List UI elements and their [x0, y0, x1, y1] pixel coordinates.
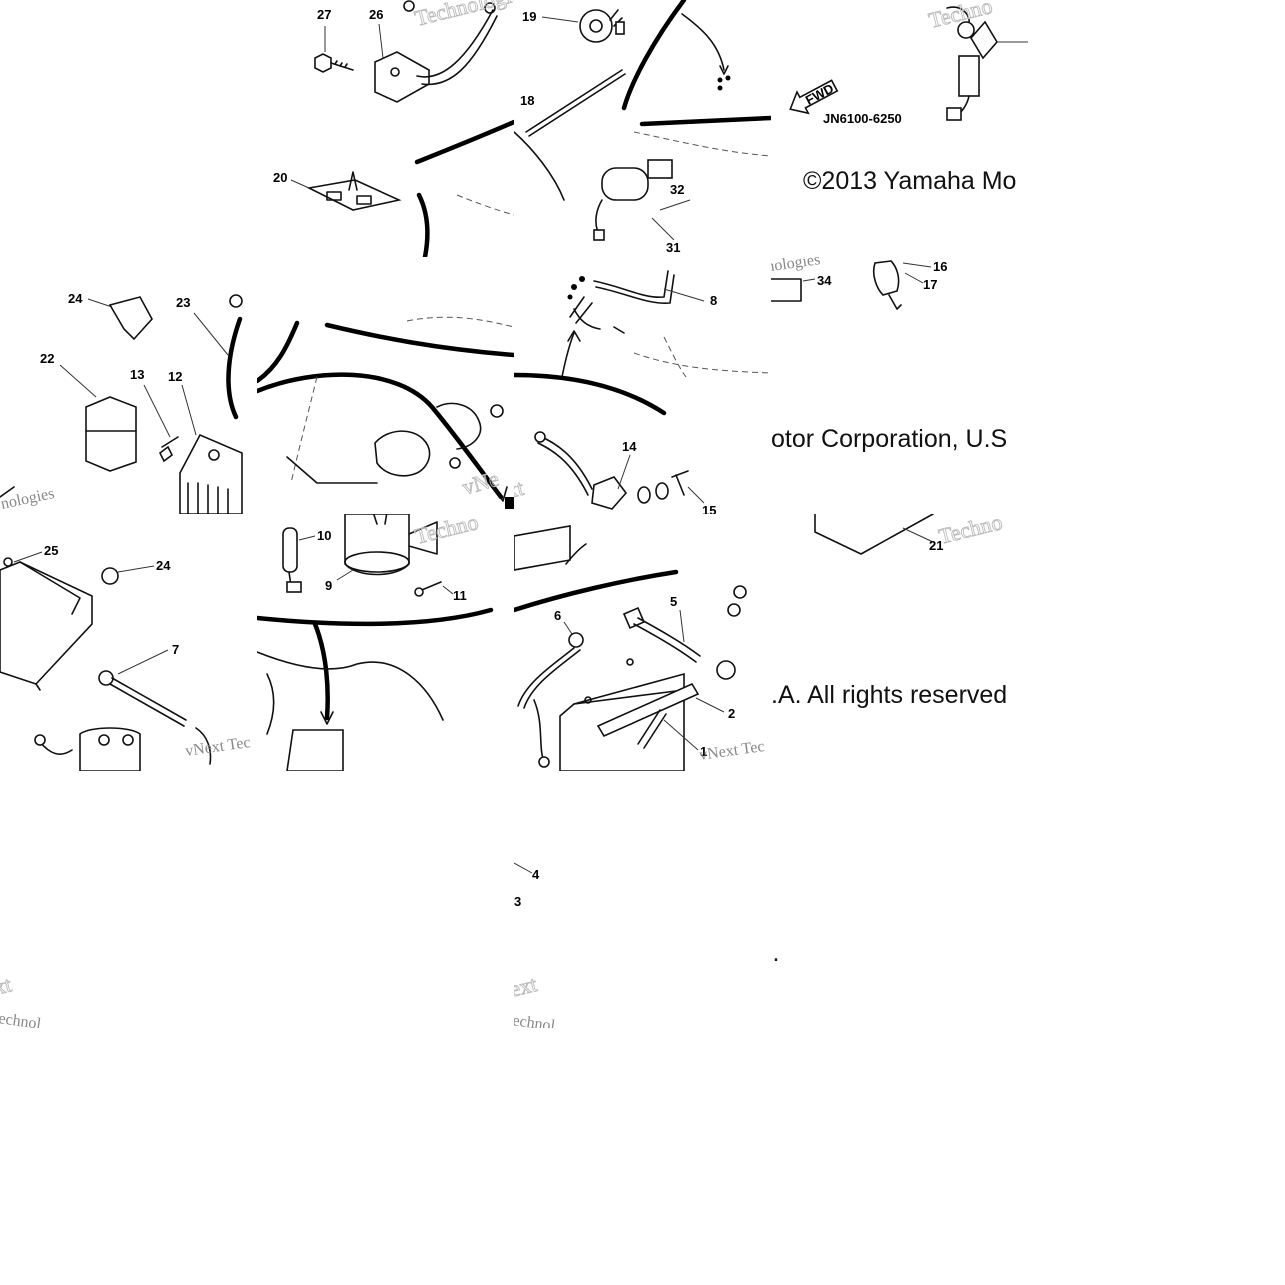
tile-copyright-end: l. [771, 771, 1028, 1028]
tile-part-21: 21 Techno .A. All rights reserved [771, 514, 1028, 771]
tile-parts-3-4: 4 3 ext echnol [514, 771, 771, 1028]
copyright-line-4: l. [771, 939, 780, 967]
callout-11: 11 [453, 588, 467, 603]
callout-19: 19 [522, 9, 536, 24]
tile-center-harness: vNe [257, 257, 514, 514]
callout-30: 31 [666, 240, 680, 255]
tile-parts-8-14-15: 8 14 15 xt [514, 257, 771, 514]
callout-10: 10 [317, 528, 331, 543]
callout-24: 24 [68, 291, 83, 306]
tile-fragment-bottom-left: xt echnol [0, 771, 257, 1028]
callout-26: 24 [156, 558, 171, 573]
tile-parts-9-10-11: 10 9 11 Techno [257, 514, 514, 771]
callout-22: 22 [40, 351, 54, 366]
watermark-text: echnol [514, 1012, 557, 1028]
watermark-text: vNext Tec [698, 738, 765, 764]
callout-3: 3 [514, 894, 521, 909]
part-code: JN6100-6250 [823, 111, 902, 126]
watermark-text: vNext Tec [184, 734, 251, 760]
watermark-text: echnol [0, 1010, 43, 1028]
callout-13: 13 [130, 367, 144, 382]
callout-12: 12 [168, 369, 182, 384]
fwd-label: FWD [803, 81, 836, 108]
callout-14: 14 [622, 439, 637, 454]
copyright-line-2: otor Corporation, U.S [771, 425, 1008, 453]
callout-7: 7 [172, 642, 179, 657]
tile-parts-18-19: 19 18 32 31 [514, 0, 771, 257]
watermark-text: xt [0, 971, 14, 999]
callout-6: 6 [554, 608, 561, 623]
callout-4: 4 [532, 867, 540, 882]
callout-8: 8 [710, 293, 717, 308]
callout-21: 21 [929, 538, 943, 553]
tile-fwd-code: FWD JN6100-6250 Techno ©2013 Yamaha Mo [771, 0, 1028, 257]
callout-28: 27 [317, 7, 331, 22]
tile-parts-27-28: 27 26 20 Technologies [257, 0, 514, 257]
callout-18: 18 [520, 93, 534, 108]
callout-5: 5 [670, 594, 677, 609]
watermark-text: vNe [459, 466, 501, 500]
callout-9: 9 [325, 578, 332, 593]
tile-blank-bottom-center [257, 771, 514, 1028]
callout-20: 20 [273, 170, 287, 185]
tile-parts-16-17-32: 34 16 17 nologies otor Corporation, U.S [771, 257, 1028, 514]
watermark-text: nologies [771, 257, 821, 276]
callout-23: 23 [176, 295, 190, 310]
tile-parts-12-13-22-23-24: 24 23 22 13 12 nologies [0, 257, 257, 514]
watermark-text: Techno [412, 514, 481, 549]
callout-2: 2 [728, 706, 735, 721]
callout-27: 26 [369, 7, 383, 22]
tile-parts-1-2-5-6: 6 5 2 1 vNext Tec [514, 514, 771, 771]
watermark-text: Techno [936, 514, 1005, 549]
callout-31: 32 [670, 182, 684, 197]
watermark-text: xt [514, 475, 526, 503]
watermark-text: ext [514, 971, 539, 1002]
callout-16: 16 [933, 259, 947, 274]
copyright-line-1: ©2013 Yamaha Mo [803, 167, 1017, 195]
callout-1: 1 [700, 744, 707, 759]
callout-32: 34 [817, 273, 832, 288]
copyright-line-3: .A. All rights reserved [771, 681, 1008, 709]
watermark-text: Technologies [412, 0, 514, 31]
tile-blank-top-left [0, 0, 257, 257]
watermark-text: nologies [0, 485, 56, 513]
callout-17: 17 [923, 277, 937, 292]
tile-parts-7-25-26: 25 24 7 vNext Tec [0, 514, 257, 771]
callout-15: 15 [702, 503, 716, 514]
callout-25: 25 [44, 543, 58, 558]
